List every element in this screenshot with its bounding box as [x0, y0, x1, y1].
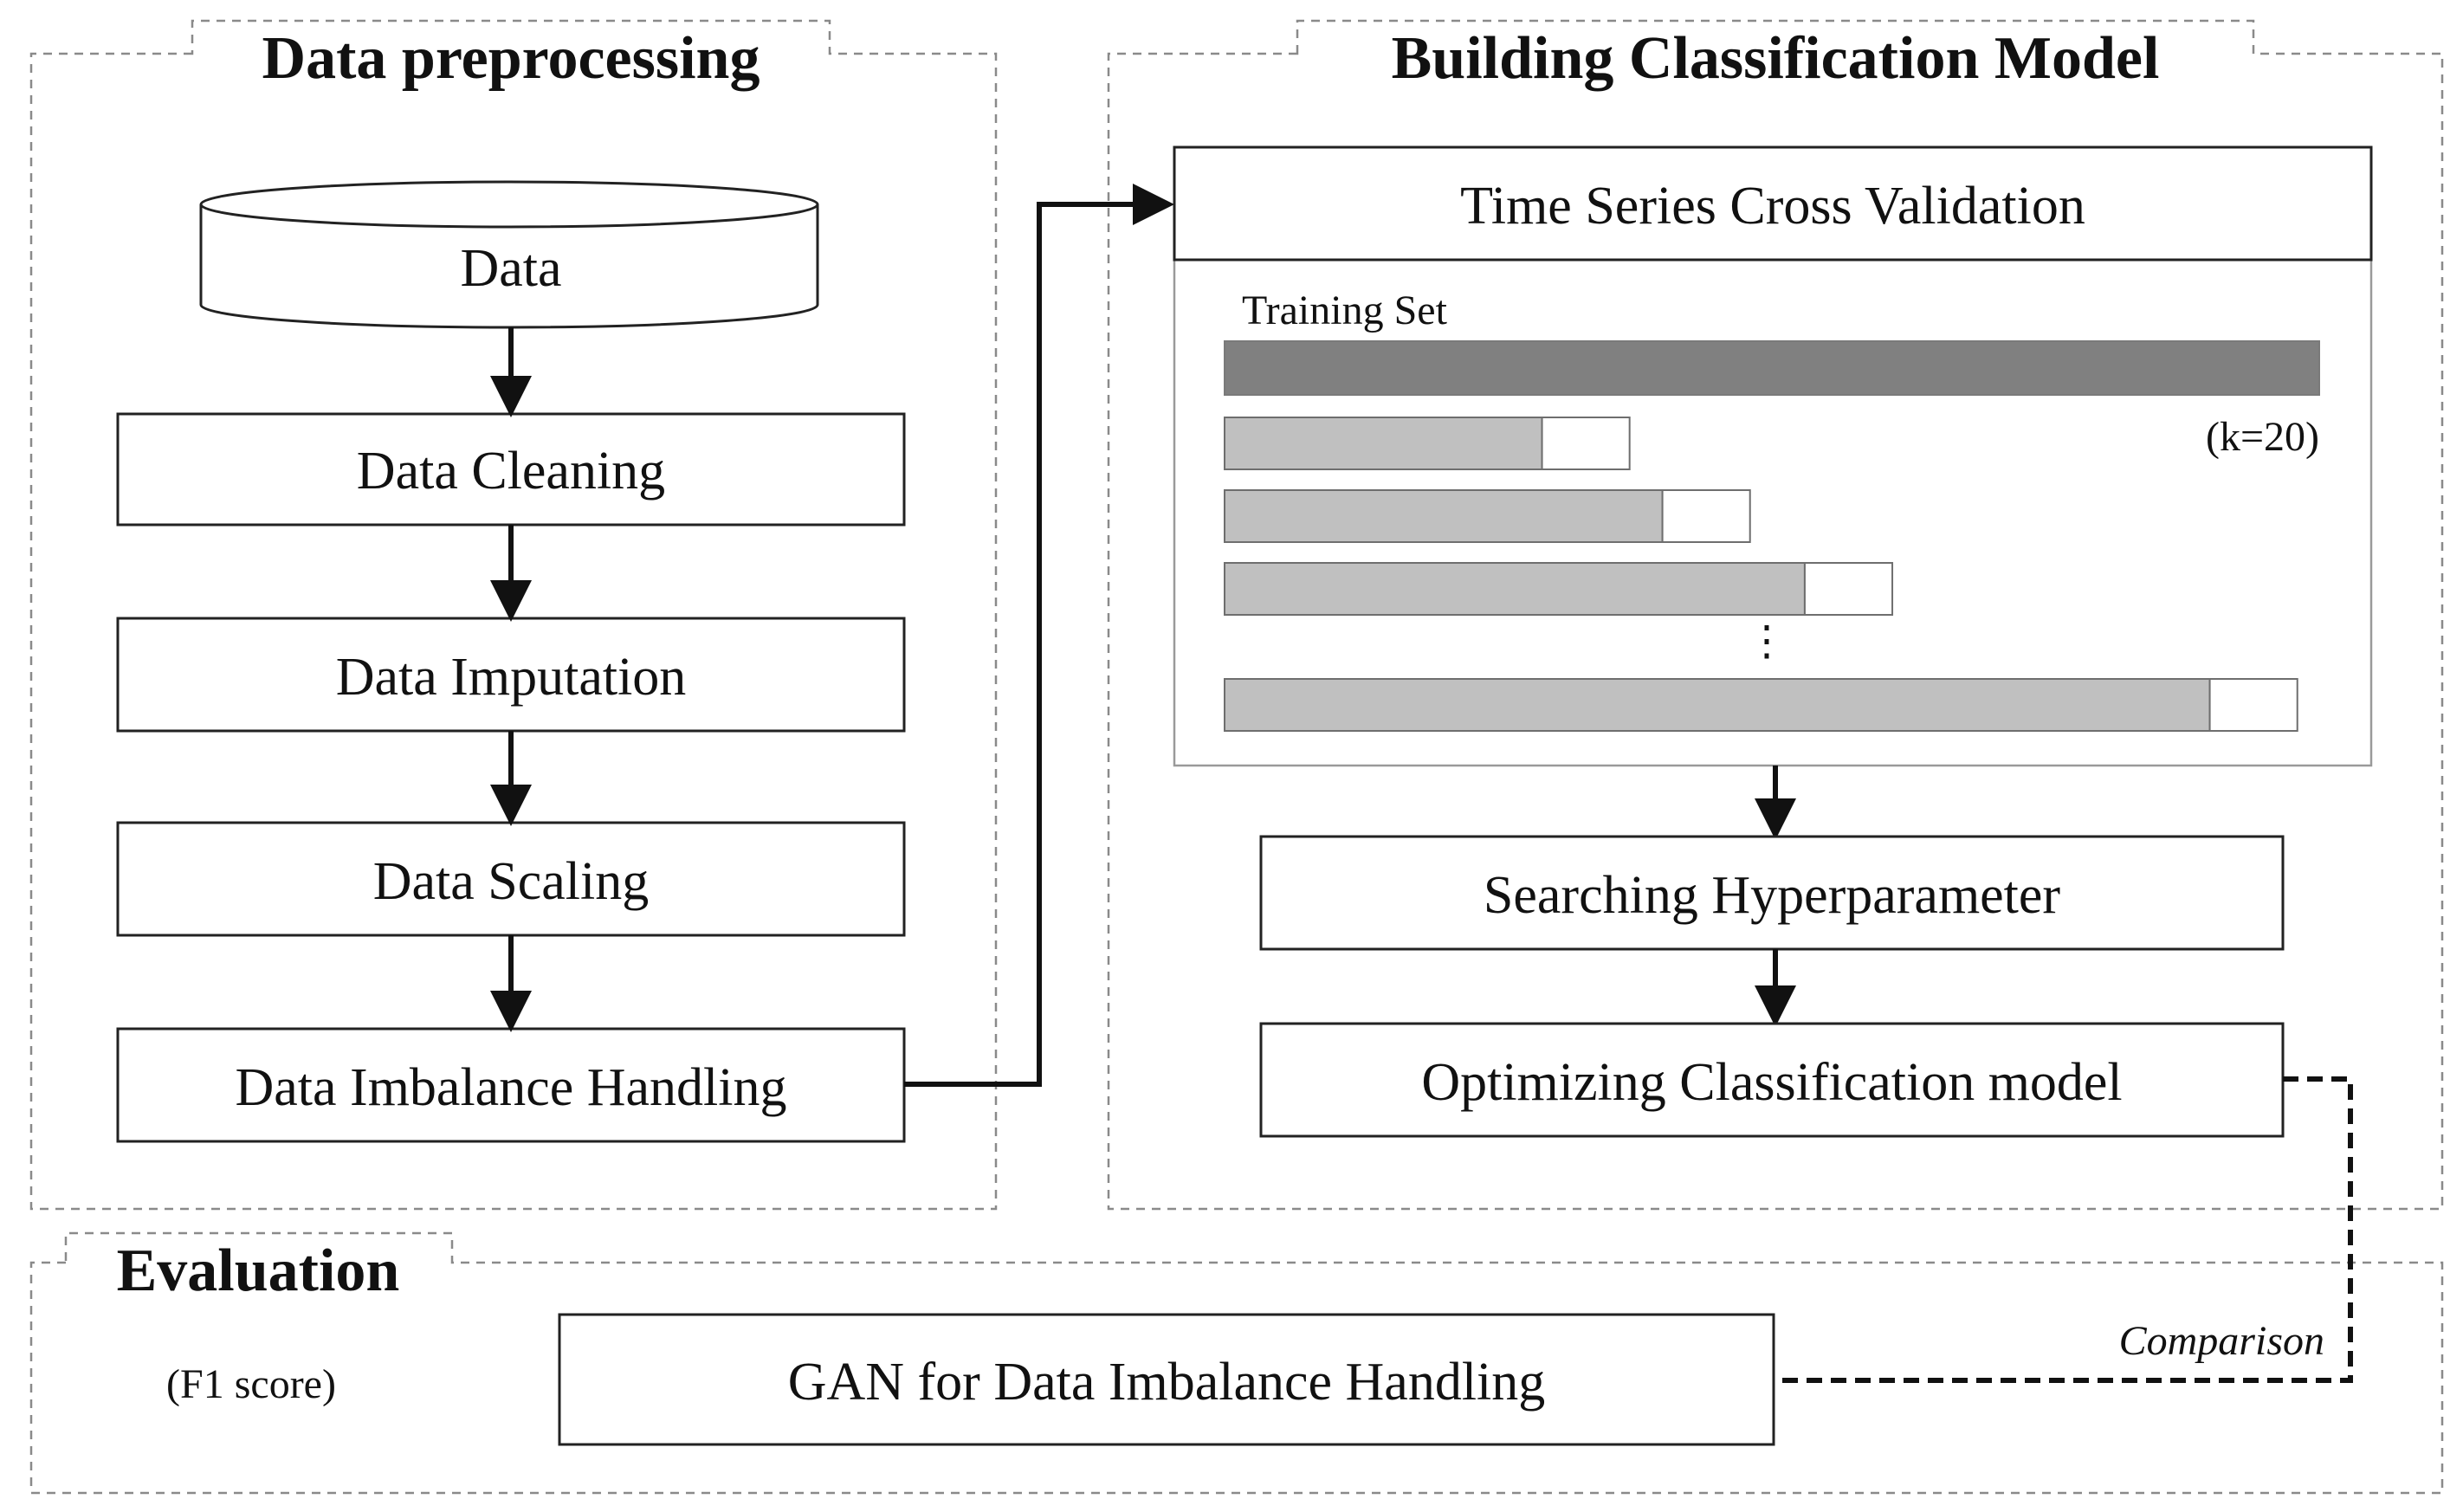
data-cleaning-box: Data Cleaning — [116, 412, 906, 527]
data-imputation-label: Data Imputation — [336, 648, 687, 707]
fold-3-test-bar — [1803, 562, 1894, 616]
searching-hyperparameter-label: Searching Hyperparameter — [1484, 866, 2061, 925]
arrow-imbalance-to-cross-validation — [904, 184, 1174, 1087]
data-cleaning-label: Data Cleaning — [357, 442, 665, 501]
fold-1-train-bar — [1224, 417, 1543, 470]
folds-ellipsis: ⋮ — [1746, 618, 1787, 664]
data-scaling-box: Data Scaling — [116, 821, 906, 937]
training-set-label: Training Set — [1242, 288, 1448, 333]
gan-box: GAN for Data Imbalance Handling — [558, 1313, 1775, 1446]
training-set-full-bar — [1224, 340, 2320, 396]
data-imputation-box: Data Imputation — [116, 617, 906, 733]
building-title: Building Classification Model — [1392, 25, 2160, 92]
preprocessing-title: Data preprocessing — [262, 25, 760, 92]
cross-validation-title-box — [1173, 145, 2373, 262]
cross-validation-title: Time Series Cross Validation — [1460, 177, 2085, 236]
fold-3-train-bar — [1224, 562, 1806, 616]
data-imbalance-box: Data Imbalance Handling — [116, 1027, 906, 1143]
fold-1-test-bar — [1541, 417, 1631, 470]
optimizing-model-box: Optimizing Classification model — [1259, 1022, 2285, 1138]
data-cylinder: Data — [199, 180, 819, 329]
comparison-label: Comparison — [2119, 1318, 2324, 1364]
data-scaling-label: Data Scaling — [373, 852, 650, 911]
data-imbalance-label: Data Imbalance Handling — [236, 1058, 787, 1117]
comparison-connector — [1774, 1076, 2353, 1383]
data-cylinder-label: Data — [460, 239, 561, 298]
fold-2-train-bar — [1224, 489, 1664, 543]
cross-validation-block: Time Series Cross Validation Training Se… — [1173, 145, 2373, 767]
searching-hyperparameter-box: Searching Hyperparameter — [1259, 835, 2285, 951]
gan-label: GAN for Data Imbalance Handling — [788, 1353, 1546, 1412]
f1-score-label: (F1 score) — [166, 1361, 336, 1407]
fold-4-train-bar — [1224, 678, 2211, 732]
cv-folds — [1224, 417, 2298, 732]
fold-2-test-bar — [1661, 489, 1751, 543]
k-label: (k=20) — [2206, 414, 2319, 460]
fold-4-test-bar — [2208, 678, 2298, 732]
optimizing-model-label: Optimizing Classification model — [1421, 1053, 2122, 1112]
evaluation-title: Evaluation — [117, 1237, 400, 1304]
